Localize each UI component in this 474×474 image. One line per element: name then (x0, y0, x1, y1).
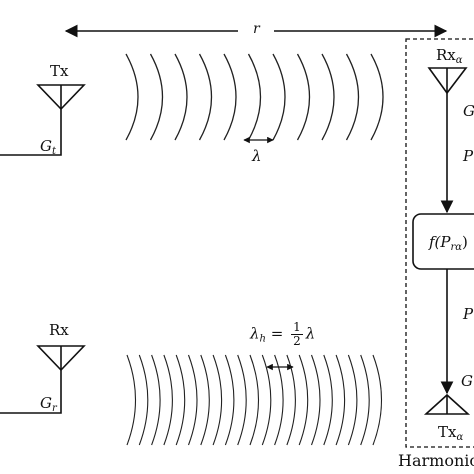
wave-front-arc (247, 53, 262, 141)
harmonic-wave-fronts (126, 354, 383, 446)
wave-front-arc (298, 354, 309, 446)
outgoing-wave-fronts (125, 53, 384, 141)
wave-front-arc (138, 354, 149, 446)
wave-front-arc (249, 354, 260, 446)
wave-front-arc (151, 354, 161, 446)
wave-front-arc (360, 354, 370, 446)
harmonic-caption: Harmonic (398, 451, 474, 470)
wave-front-arc (261, 354, 272, 446)
wave-front-arc (370, 53, 384, 141)
wave-front-arc (372, 354, 383, 446)
wave-front-arc (347, 354, 358, 446)
wave-front-arc (125, 53, 139, 141)
tag-rx-label: Rxα (436, 46, 463, 66)
wave-front-arc (212, 354, 223, 446)
wave-front-arc (345, 53, 360, 141)
wave-front-arc (198, 53, 213, 141)
wave-front-arc (272, 53, 286, 141)
tag-gain-top-label: G (463, 102, 474, 120)
tx-label: Tx (50, 62, 69, 80)
tag-power-bottom-label: P (463, 305, 474, 323)
wave-front-arc (163, 354, 173, 446)
tag-function-label: f(Prα) (429, 233, 468, 253)
wave-front-arc (321, 53, 335, 141)
rx-gain-label: Gr (40, 394, 57, 414)
wavelength-label: λ (252, 147, 262, 165)
rx-antenna (0, 345, 86, 414)
wave-front-arc (286, 354, 296, 446)
wave-front-arc (310, 354, 321, 446)
distance-label: r (253, 21, 260, 37)
wave-front-arc (174, 53, 188, 141)
wave-front-arc (175, 354, 186, 446)
tag-rx-antenna (427, 67, 468, 95)
tag-tx-antenna (423, 393, 471, 415)
tx-gain-label: Gt (40, 137, 57, 157)
wave-front-arc (200, 354, 210, 446)
wave-front-arc (126, 354, 137, 446)
wave-front-arc (323, 354, 333, 446)
wave-front-arc (187, 354, 198, 446)
wave-front-arc (335, 354, 346, 446)
rx-label: Rx (49, 321, 69, 339)
harmonic-tag-box (405, 38, 474, 448)
nonlinear-function-block (412, 213, 474, 270)
wave-front-arc (224, 354, 235, 446)
wave-front-arc (149, 53, 164, 141)
tag-power-top-label: P (463, 147, 474, 165)
tag-tx-label: Txα (438, 423, 464, 443)
wave-front-arc (296, 53, 311, 141)
tx-antenna (0, 84, 86, 156)
wave-front-arc (223, 53, 237, 141)
wave-front-arc (237, 354, 247, 446)
tag-gain-bottom-label: G (461, 372, 473, 390)
wave-front-arc (274, 354, 284, 446)
